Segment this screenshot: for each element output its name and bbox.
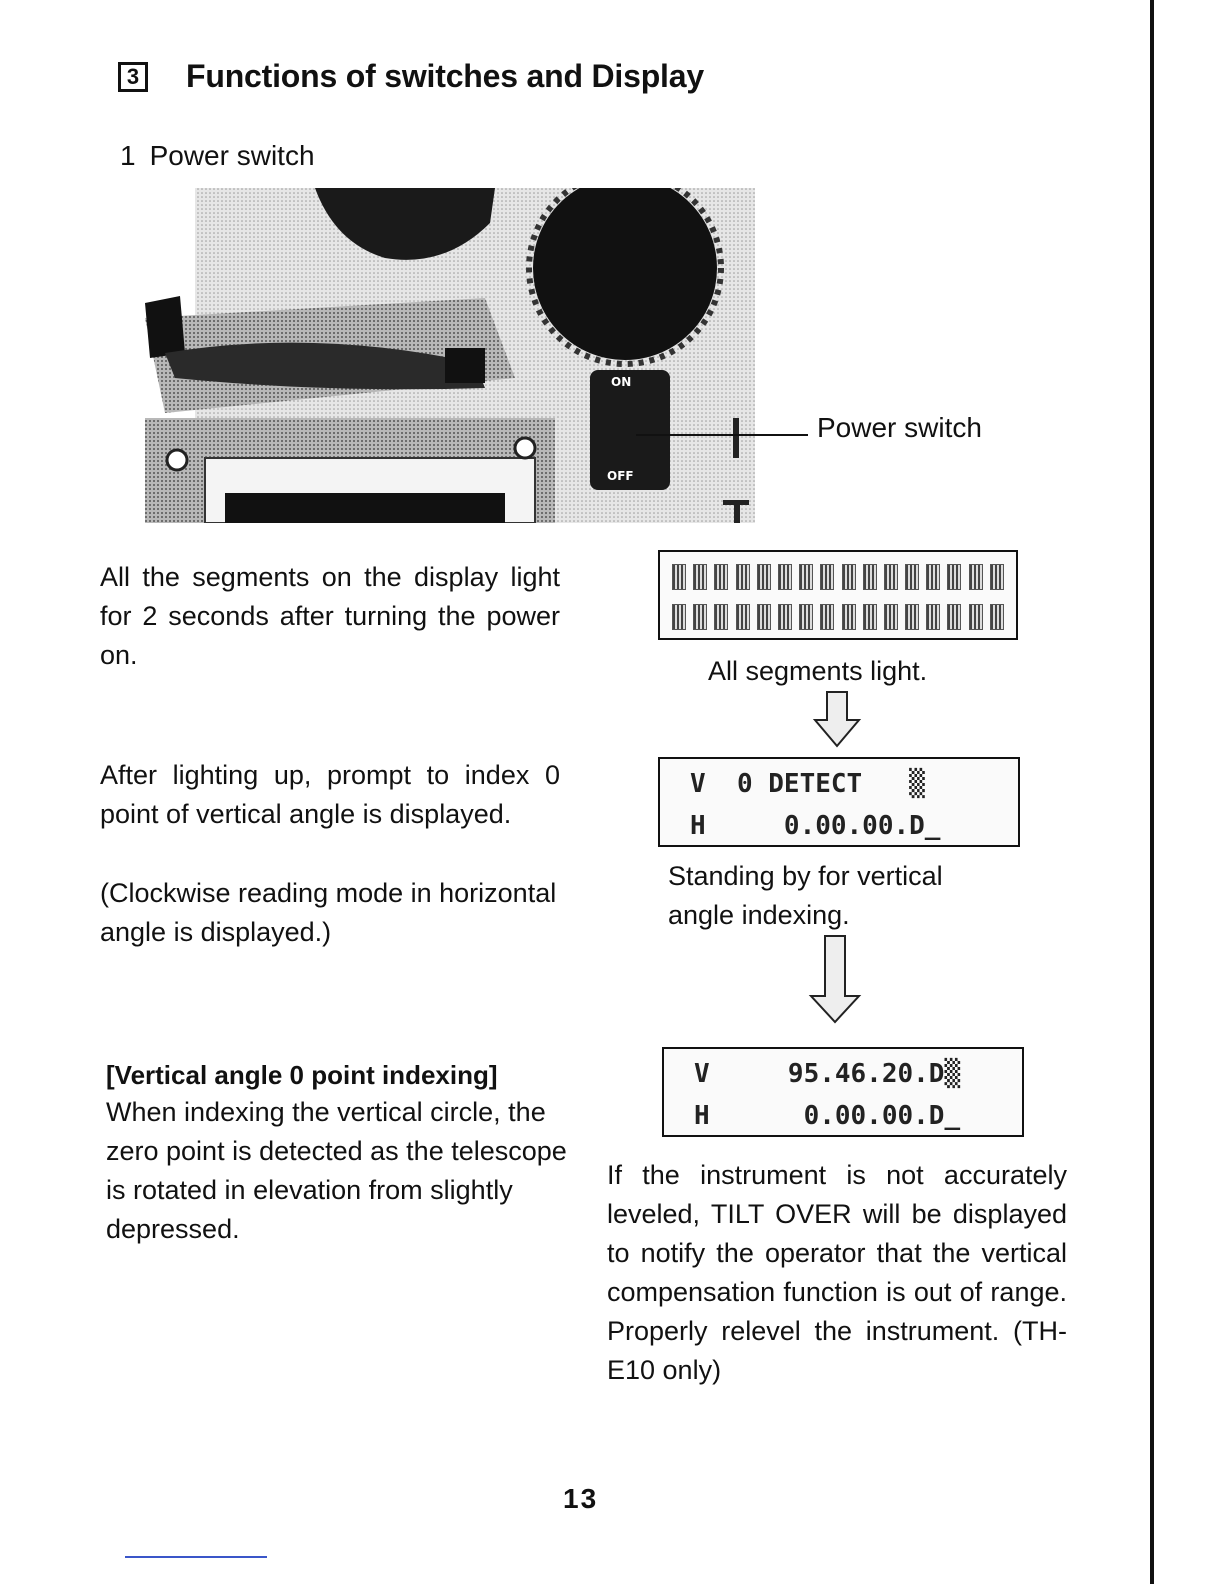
- subheading-number: 1: [120, 140, 136, 171]
- lcd-line-1: V 0 DETECT ▒: [690, 769, 925, 799]
- lcd-segment-row: [660, 596, 1016, 638]
- subheading: 1 Power switch: [120, 140, 315, 172]
- section-number-box: 3: [118, 61, 148, 92]
- down-arrow-icon: [808, 935, 862, 1024]
- switch-off-label: OFF: [607, 469, 634, 483]
- lcd-indexed: V 95.46.20.D▒ H 0.00.00.D_: [662, 1047, 1024, 1137]
- callout-line: [636, 434, 808, 436]
- lcd-segment-row: [660, 556, 1016, 598]
- tilt-over-note: If the instrument is not accurately leve…: [607, 1160, 1067, 1385]
- power-switch-callout: Power switch: [817, 412, 982, 443]
- page-number: 13: [563, 1483, 599, 1514]
- lcd-line-1: V 95.46.20.D▒: [694, 1059, 961, 1089]
- bottom-edge-mark: [125, 1556, 267, 1558]
- lcd-line-2: H 0.00.00.D_: [694, 1101, 961, 1131]
- prompt-body: After lighting up, prompt to index 0 poi…: [100, 760, 560, 829]
- section-heading: 3 Functions of switches and Display: [118, 58, 704, 95]
- down-arrow-icon: [812, 691, 862, 748]
- detect-caption: Standing by for vertical angle indexing.: [668, 861, 943, 930]
- segments-body: All the segments on the display light fo…: [100, 562, 560, 670]
- right-edge-rule: [1150, 0, 1154, 1584]
- indexing-body: When indexing the vertical circle, the z…: [106, 1097, 567, 1244]
- power-switch-photo: ON OFF: [145, 188, 765, 523]
- switch-on-label: ON: [611, 375, 631, 389]
- lcd-line-2: H 0.00.00.D_: [690, 811, 941, 841]
- lcd-all-segments: [658, 550, 1018, 640]
- lcd-detect: V 0 DETECT ▒ H 0.00.00.D_: [658, 757, 1020, 847]
- indexing-heading: [Vertical angle 0 point indexing]: [106, 1060, 498, 1090]
- segments-caption: All segments light.: [708, 656, 928, 686]
- prompt-note: (Clockwise reading mode in horizontal an…: [100, 878, 557, 947]
- section-title: Functions of switches and Display: [186, 58, 704, 94]
- subheading-text: Power switch: [149, 140, 315, 171]
